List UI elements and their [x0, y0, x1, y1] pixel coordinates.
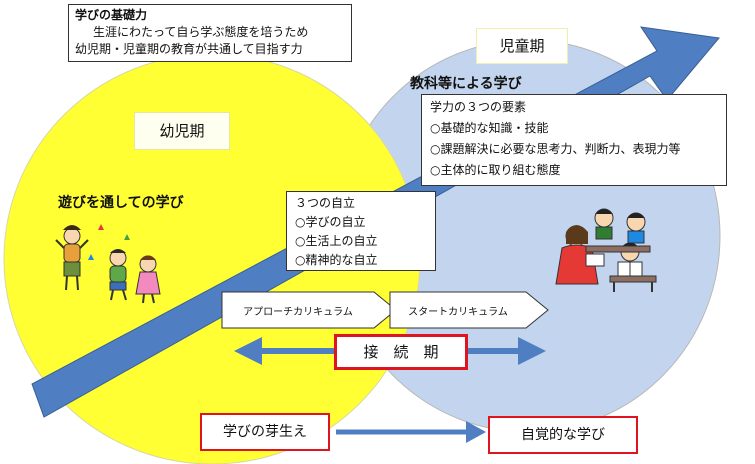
growth-from-label: 学びの芽生え	[223, 424, 307, 440]
three-elements-item: ○基礎的な知識・技能	[430, 121, 549, 135]
approach-curriculum-label: アプローチカリキュラム	[243, 307, 353, 318]
independence-box: ３つの自立 ○学びの自立 ○生活上の自立 ○精神的な自立	[286, 191, 436, 271]
growth-to-label: 自覚的な学び	[521, 427, 605, 443]
start-curriculum-shape	[389, 291, 549, 329]
yojiki-label-box: 幼児期	[134, 112, 230, 150]
subject-learning-heading: 教科等による学び	[410, 76, 522, 92]
foundation-line-2: 幼児期・児童期の教育が共通して目指す力	[75, 42, 303, 56]
jidoki-label: 児童期	[499, 37, 545, 55]
foundation-title: 学びの基礎力	[75, 8, 148, 22]
foundation-line-1: 生涯にわたって自ら学ぶ態度を培うため	[93, 25, 309, 39]
start-curriculum-label: スタートカリキュラム	[408, 307, 508, 318]
play-learning-heading: 遊びを通しての学び	[58, 195, 184, 211]
independence-item: ○精神的な自立	[295, 253, 378, 267]
connection-period-label: 接 続 期	[363, 343, 439, 361]
independence-item: ○生活上の自立	[295, 234, 378, 248]
foundation-box: 学びの基礎力 生涯にわたって自ら学ぶ態度を培うため 幼児期・児童期の教育が共通し…	[68, 4, 352, 62]
growth-arrow-head	[466, 421, 486, 443]
children-illustration	[55, 224, 161, 304]
three-elements-item: ○課題解決に必要な思考力、判断力、表現力等	[430, 142, 681, 156]
connection-arrow-left-head	[234, 337, 262, 365]
growth-from-box: 学びの芽生え	[200, 413, 330, 451]
three-elements-title: 学力の３つの要素	[430, 100, 527, 114]
jidoki-label-box: 児童期	[476, 28, 568, 64]
connection-period-box: 接 続 期	[334, 334, 468, 370]
yojiki-label: 幼児期	[159, 122, 205, 140]
connection-arrow-right-head	[518, 337, 546, 365]
independence-title: ３つの自立	[295, 196, 356, 210]
three-elements-box: 学力の３つの要素 ○基礎的な知識・技能 ○課題解決に必要な思考力、判断力、表現力…	[421, 94, 727, 186]
independence-item: ○学びの自立	[295, 215, 366, 229]
growth-to-box: 自覚的な学び	[488, 416, 638, 454]
classroom-illustration	[555, 208, 657, 292]
three-elements-item: ○主体的に取り組む態度	[430, 163, 561, 177]
approach-curriculum-shape	[221, 291, 397, 329]
